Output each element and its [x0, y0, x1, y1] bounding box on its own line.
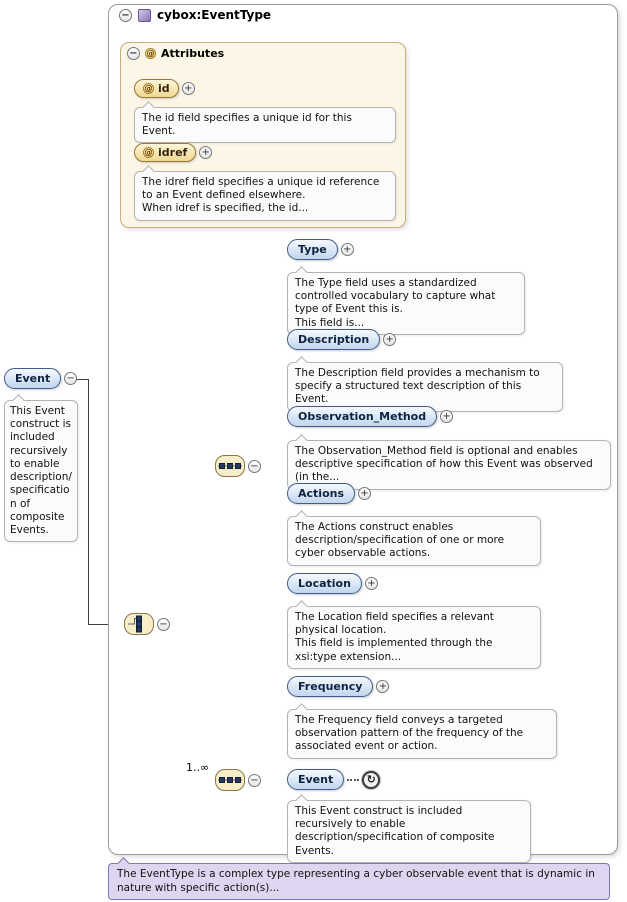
- collapse-icon[interactable]: −: [248, 773, 261, 787]
- collapse-icon[interactable]: −: [127, 47, 140, 60]
- expand-icon[interactable]: +: [358, 487, 371, 500]
- sequence-compositor-icon[interactable]: [215, 455, 245, 477]
- attribute-name: idref: [158, 146, 188, 159]
- connector-line: [88, 624, 125, 625]
- attributes-header: − @ Attributes: [127, 47, 224, 60]
- element-row-description: Description +: [287, 329, 397, 350]
- collapse-icon[interactable]: −: [248, 459, 261, 473]
- complex-type-title: cybox:EventType: [157, 8, 272, 22]
- collapse-icon[interactable]: −: [64, 372, 78, 385]
- cardinality-label: 1..∞: [186, 761, 210, 774]
- element-label: Frequency: [298, 680, 363, 693]
- element-pill-type[interactable]: Type: [287, 239, 338, 260]
- element-row-event-recursive: Event ↻: [287, 769, 381, 790]
- element-pill-actions[interactable]: Actions: [287, 483, 355, 504]
- attribute-row-id: @ id +: [134, 79, 195, 98]
- expand-icon[interactable]: +: [364, 577, 378, 590]
- element-label: Type: [298, 243, 327, 256]
- root-element-row: Event −: [4, 368, 78, 389]
- element-description-description: The Description field provides a mechani…: [287, 362, 563, 412]
- element-label: Event: [298, 773, 334, 786]
- complex-type-icon: [138, 8, 151, 22]
- element-label: Actions: [298, 487, 344, 500]
- expand-icon[interactable]: +: [376, 680, 390, 693]
- element-label: Description: [298, 333, 370, 346]
- element-row-location: Location +: [287, 573, 378, 594]
- compositor-row: −: [215, 455, 261, 477]
- connector-line: [88, 379, 89, 625]
- element-label: Observation_Method: [298, 410, 427, 423]
- at-icon: @: [143, 83, 154, 94]
- element-row-observation-method: Observation_Method +: [287, 406, 454, 427]
- collapse-icon[interactable]: −: [157, 617, 170, 631]
- element-location-description: The Location field specifies a relevant …: [287, 606, 541, 669]
- element-label: Location: [298, 577, 351, 590]
- element-observation-method-description: The Observation_Method field is optional…: [287, 440, 611, 490]
- recursion-icon[interactable]: ↻: [362, 770, 381, 789]
- element-type-description: The Type field uses a standardized contr…: [287, 272, 525, 335]
- connector-line: [74, 379, 89, 380]
- element-row-actions: Actions +: [287, 483, 371, 504]
- element-frequency-description: The Frequency field conveys a targeted o…: [287, 709, 557, 759]
- attribute-pill-idref[interactable]: @ idref: [134, 143, 197, 162]
- element-pill-observation-method[interactable]: Observation_Method: [287, 406, 438, 427]
- compositor-row: −: [124, 613, 170, 635]
- sequence-compositor-icon[interactable]: [215, 769, 245, 791]
- attribute-name: id: [158, 82, 170, 95]
- element-pill-event-recursive[interactable]: Event: [287, 769, 345, 790]
- element-pill-frequency[interactable]: Frequency: [287, 676, 374, 697]
- choice-compositor-icon[interactable]: [124, 613, 154, 635]
- expand-icon[interactable]: +: [199, 146, 213, 159]
- at-icon: @: [143, 147, 154, 158]
- expand-icon[interactable]: +: [340, 243, 354, 256]
- element-row-frequency: Frequency +: [287, 676, 390, 697]
- element-label: Event: [15, 372, 51, 385]
- attribute-id-description: The id field specifies a unique id for t…: [134, 107, 396, 144]
- attribute-pill-id[interactable]: @ id: [134, 79, 179, 98]
- element-pill-location[interactable]: Location: [287, 573, 362, 594]
- element-row-type: Type +: [287, 239, 354, 260]
- attribute-row-idref: @ idref +: [134, 143, 213, 162]
- element-event-recursive-description: This Event construct is included recursi…: [287, 800, 531, 863]
- element-pill-event[interactable]: Event: [4, 368, 62, 389]
- attribute-at-icon: @: [145, 48, 156, 59]
- attributes-label: Attributes: [161, 47, 225, 60]
- type-annotation: The EventType is a complex type represen…: [108, 863, 610, 901]
- element-pill-description[interactable]: Description: [287, 329, 381, 350]
- compositor-row: −: [215, 769, 261, 791]
- expand-icon[interactable]: +: [383, 333, 397, 346]
- attribute-idref-description: The idref field specifies a unique id re…: [134, 171, 396, 221]
- collapse-icon[interactable]: −: [119, 8, 132, 22]
- expand-icon[interactable]: +: [181, 82, 195, 95]
- element-actions-description: The Actions construct enables descriptio…: [287, 516, 541, 566]
- complex-type-header: − cybox:EventType: [119, 8, 271, 22]
- root-element-note: This Event construct is included recursi…: [4, 400, 78, 543]
- expand-icon[interactable]: +: [440, 410, 454, 423]
- recursion-dotted-connector: [347, 778, 360, 781]
